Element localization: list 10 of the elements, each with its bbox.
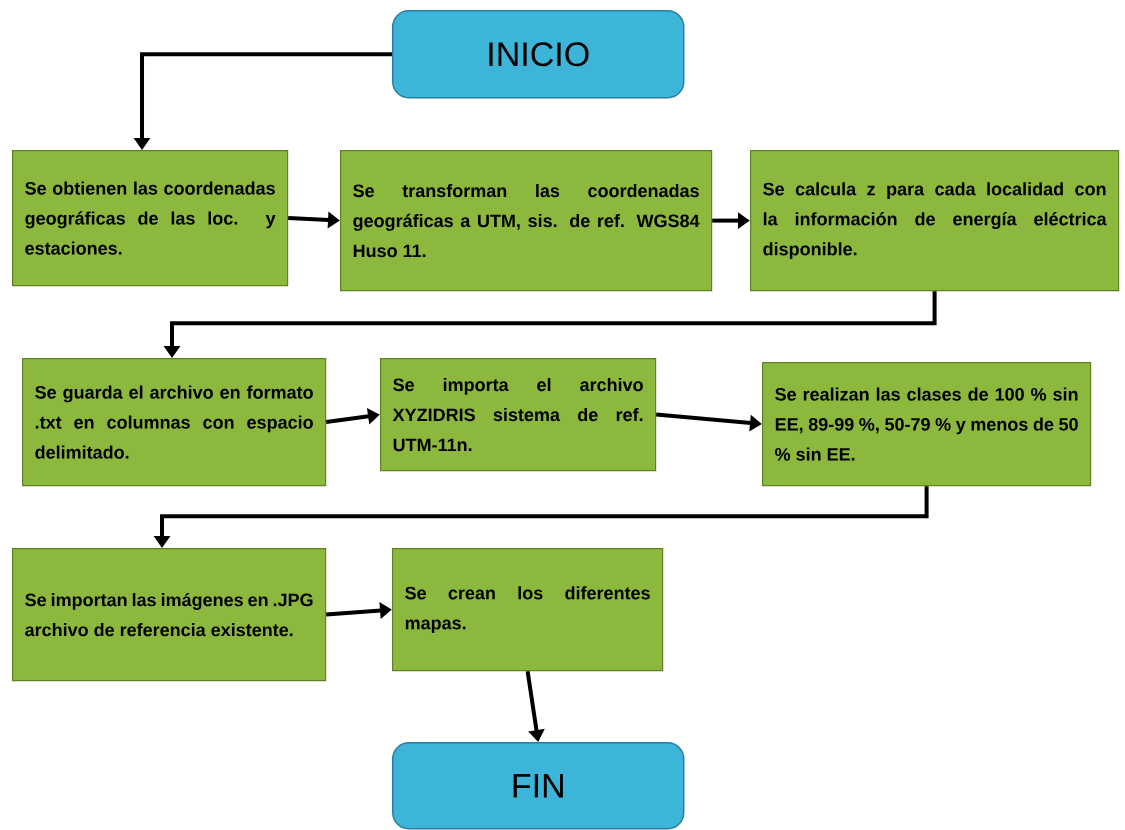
process-box: Se realizan las clases de 100 % sin EE, 89-99 %, 50-79 % y menos de 50 % sin EE. (762, 362, 1092, 487)
process-box: Se obtienen las coordenadas geográficas de las loc. y estaciones. (12, 150, 289, 287)
process-box: Se crean los diferentes mapas. (392, 548, 664, 672)
terminal-box: INICIO (392, 10, 685, 99)
process-box: Se importa el archivo XYZIDRIS sistema de ref. UTM-11n. (380, 358, 657, 472)
process-box: Se transforman las coordenadas geográficas a UTM, sis. de ref. WGS84 Huso 11. (340, 150, 713, 292)
process-box: Se guarda el archivo en formato .txt en columnas con espacio delimitado. (22, 358, 327, 487)
process-box: Se importan las imágenes en .JPG archivo de referencia existente. (12, 548, 327, 682)
terminal-box: FIN (392, 742, 685, 830)
process-box: Se calcula z para cada localidad con la información de energía eléctrica disponible. (750, 150, 1120, 292)
